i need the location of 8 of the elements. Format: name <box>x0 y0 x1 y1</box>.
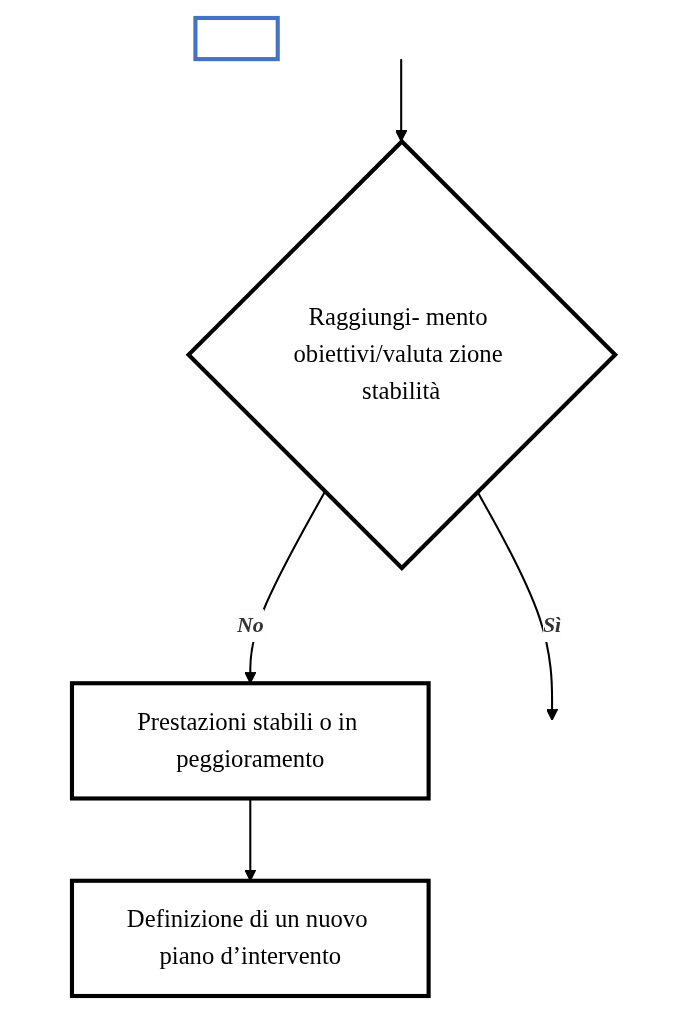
edge-label: Sì <box>542 613 562 637</box>
arrow <box>395 59 408 142</box>
node-box <box>193 15 280 62</box>
arrow <box>476 491 559 721</box>
edge-label: No <box>236 613 264 637</box>
node-box: Definizione di un nuovo piano d’intervento <box>69 878 431 999</box>
node-diamond: Raggiungi- mento obiettivi/valuta zione stabilità <box>185 138 618 571</box>
node-box: Prestazioni stabili o in peggioramento <box>69 681 431 801</box>
